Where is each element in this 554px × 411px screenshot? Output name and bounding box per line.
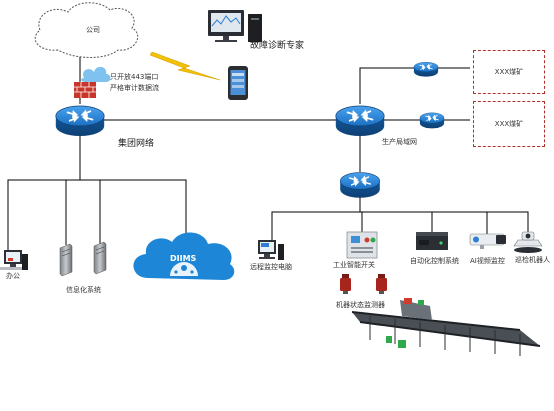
- machine-sensor-label: 机器状态监测器: [336, 301, 385, 309]
- inspection-robot-icon: [513, 231, 543, 253]
- public-net-label: 公司: [86, 26, 100, 34]
- diims-label: DIIMS: [170, 254, 197, 263]
- automation-controller-icon: [416, 232, 448, 250]
- fault-expert-label: 故障诊断专家: [250, 41, 305, 51]
- office-pc-icon: [0, 250, 28, 270]
- server-2-icon: [93, 241, 107, 275]
- office-label: 办公: [6, 272, 20, 280]
- remote-pc-label: 远程监控电脑: [250, 263, 292, 271]
- industrial-switch-icon: [346, 231, 378, 259]
- mine-2-box: XXX煤矿: [473, 101, 545, 147]
- automation-system-label: 自动化控制系统: [410, 257, 459, 265]
- server-1-icon: [59, 243, 73, 277]
- production-switch-icon: [339, 171, 381, 199]
- firewall-note-1: 只开放443端口: [110, 73, 159, 81]
- inspection-robot-label: 巡检机器人: [515, 256, 550, 264]
- group-network-label: 集团网络: [118, 139, 155, 149]
- conveyor-belt-icon: [351, 298, 541, 356]
- firewall-icon: [74, 66, 111, 98]
- group-core-router-icon: [54, 105, 106, 137]
- workstation-icon: [208, 10, 262, 42]
- mine-2-router-icon: [419, 112, 445, 129]
- connection-lines: [7, 52, 529, 253]
- temperature-sensor-icon: [376, 274, 387, 294]
- mine-2-label: XXX煤矿: [494, 120, 524, 128]
- diims-cloud-icon: [133, 232, 235, 280]
- firewall-note-2: 严格审计数据流: [110, 84, 159, 92]
- ai-video-label: AI视频监控: [470, 257, 505, 265]
- remote-pc-icon: [258, 240, 284, 260]
- industrial-switch-label: 工业智能开关: [333, 261, 375, 269]
- wireless-lightning-icon: [149, 51, 221, 81]
- public-cloud-icon: [34, 2, 139, 58]
- smartphone-icon: [228, 66, 248, 100]
- mine-1-box: XXX煤矿: [473, 50, 545, 94]
- vibration-sensor-icon: [340, 274, 351, 294]
- info-system-label: 信息化系统: [66, 286, 101, 294]
- production-core-router-icon: [334, 105, 386, 137]
- mine-1-label: XXX煤矿: [494, 68, 524, 76]
- mine-1-router-icon: [413, 61, 439, 78]
- ai-camera-icon: [469, 233, 506, 249]
- production-domain-label: 生产局域网: [382, 138, 417, 146]
